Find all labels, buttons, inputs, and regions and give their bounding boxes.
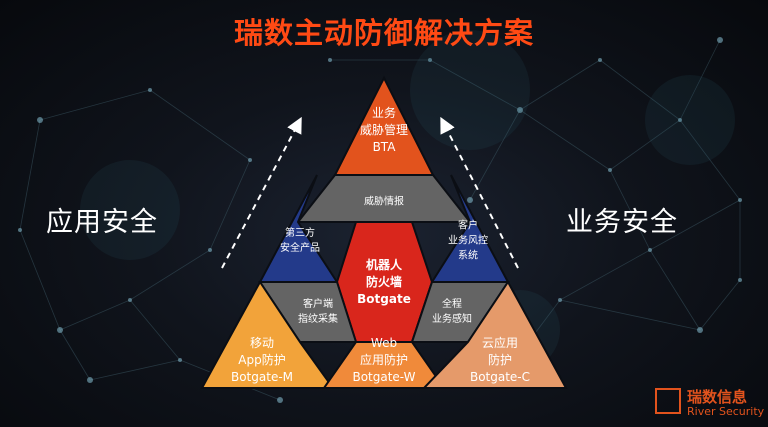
- network-node: [558, 298, 562, 302]
- network-node: [598, 58, 602, 62]
- network-node: [738, 198, 742, 202]
- cell-fingerprint-line: 客户端: [303, 297, 333, 310]
- cell-mobile-line: 移动: [250, 336, 274, 350]
- network-link: [559, 249, 651, 301]
- network-link: [649, 249, 701, 331]
- brand-logo: 瑞数信息 River Security: [655, 386, 765, 422]
- network-node: [208, 248, 212, 252]
- cell-third-party-line: 安全产品: [280, 241, 320, 254]
- network-link: [59, 299, 131, 331]
- network-node: [148, 88, 152, 92]
- network-link: [599, 59, 681, 121]
- network-link: [609, 119, 681, 171]
- cell-center-line: Botgate: [357, 292, 411, 306]
- network-link: [149, 89, 251, 161]
- page-title: 瑞数主动防御解决方案: [233, 16, 534, 50]
- network-glow: [410, 30, 530, 150]
- network-node: [328, 58, 332, 62]
- cell-top-line: 业务: [372, 105, 396, 120]
- network-node: [428, 58, 432, 62]
- network-link: [209, 159, 251, 251]
- network-node: [517, 107, 523, 113]
- cell-web-line: 应用防护: [360, 352, 408, 367]
- cell-fingerprint-line: 指纹采集: [298, 312, 338, 325]
- logo-mark-icon: [655, 388, 681, 414]
- cell-risk-line: 业务风控: [448, 234, 488, 247]
- cell-web-line: Web: [371, 336, 397, 350]
- network-link: [679, 39, 721, 121]
- network-node: [37, 117, 43, 123]
- network-node: [57, 327, 63, 333]
- cell-threat-line: 威胁情报: [364, 195, 404, 208]
- network-node: [608, 168, 612, 172]
- cell-cloud-line: 防护: [488, 352, 512, 367]
- cell-mobile-line: Botgate-M: [231, 370, 293, 384]
- cell-awareness-line: 业务感知: [432, 312, 472, 325]
- network-link: [89, 359, 181, 381]
- network-node: [248, 158, 252, 162]
- cell-third-party-line: 第三方: [285, 226, 315, 239]
- right-label: 业务安全: [566, 207, 678, 238]
- network-link: [429, 59, 521, 111]
- network-link: [609, 169, 651, 251]
- right-arrow: [440, 116, 519, 269]
- cell-awareness-line: 全程: [442, 297, 462, 310]
- cell-cloud-line: Botgate-C: [470, 370, 530, 384]
- network-link: [129, 249, 211, 301]
- network-node: [678, 118, 682, 122]
- cell-cloud: [421, 280, 568, 389]
- cell-cloud-line: 云应用: [482, 335, 518, 350]
- network-link: [519, 109, 611, 171]
- network-node: [648, 248, 652, 252]
- network-glow: [80, 160, 180, 260]
- cell-risk-line: 客户: [458, 219, 478, 232]
- cell-top-line: BTA: [373, 140, 397, 154]
- logo-name: 瑞数信息: [687, 388, 748, 406]
- network-node: [738, 278, 742, 282]
- cell-center-line: 防火墙: [366, 274, 402, 289]
- network-node: [277, 397, 283, 403]
- network-link: [559, 299, 701, 331]
- cell-web-line: Botgate-W: [352, 370, 415, 384]
- network-link: [19, 119, 41, 231]
- left-arrow: [221, 116, 302, 269]
- network-link: [519, 59, 601, 111]
- network-link: [699, 279, 741, 331]
- cell-risk-line: 系统: [458, 249, 478, 262]
- logo-english: River Security: [687, 405, 765, 418]
- network-link: [469, 109, 521, 201]
- cell-mobile-line: App防护: [238, 352, 285, 367]
- left-label: 应用安全: [46, 207, 158, 238]
- cell-top-line: 威胁管理: [360, 122, 408, 137]
- network-node: [467, 197, 473, 203]
- network-node: [87, 377, 93, 383]
- network-node: [178, 358, 182, 362]
- cell-center-line: 机器人: [366, 257, 403, 272]
- network-node: [128, 298, 132, 302]
- network-link: [129, 299, 181, 361]
- network-node: [717, 37, 723, 43]
- network-node: [697, 327, 703, 333]
- network-link: [39, 89, 151, 121]
- network-link: [59, 329, 91, 381]
- network-link: [19, 229, 61, 331]
- network-glow: [645, 75, 735, 165]
- network-link: [649, 199, 741, 251]
- network-node: [18, 228, 22, 232]
- network-link: [679, 119, 741, 201]
